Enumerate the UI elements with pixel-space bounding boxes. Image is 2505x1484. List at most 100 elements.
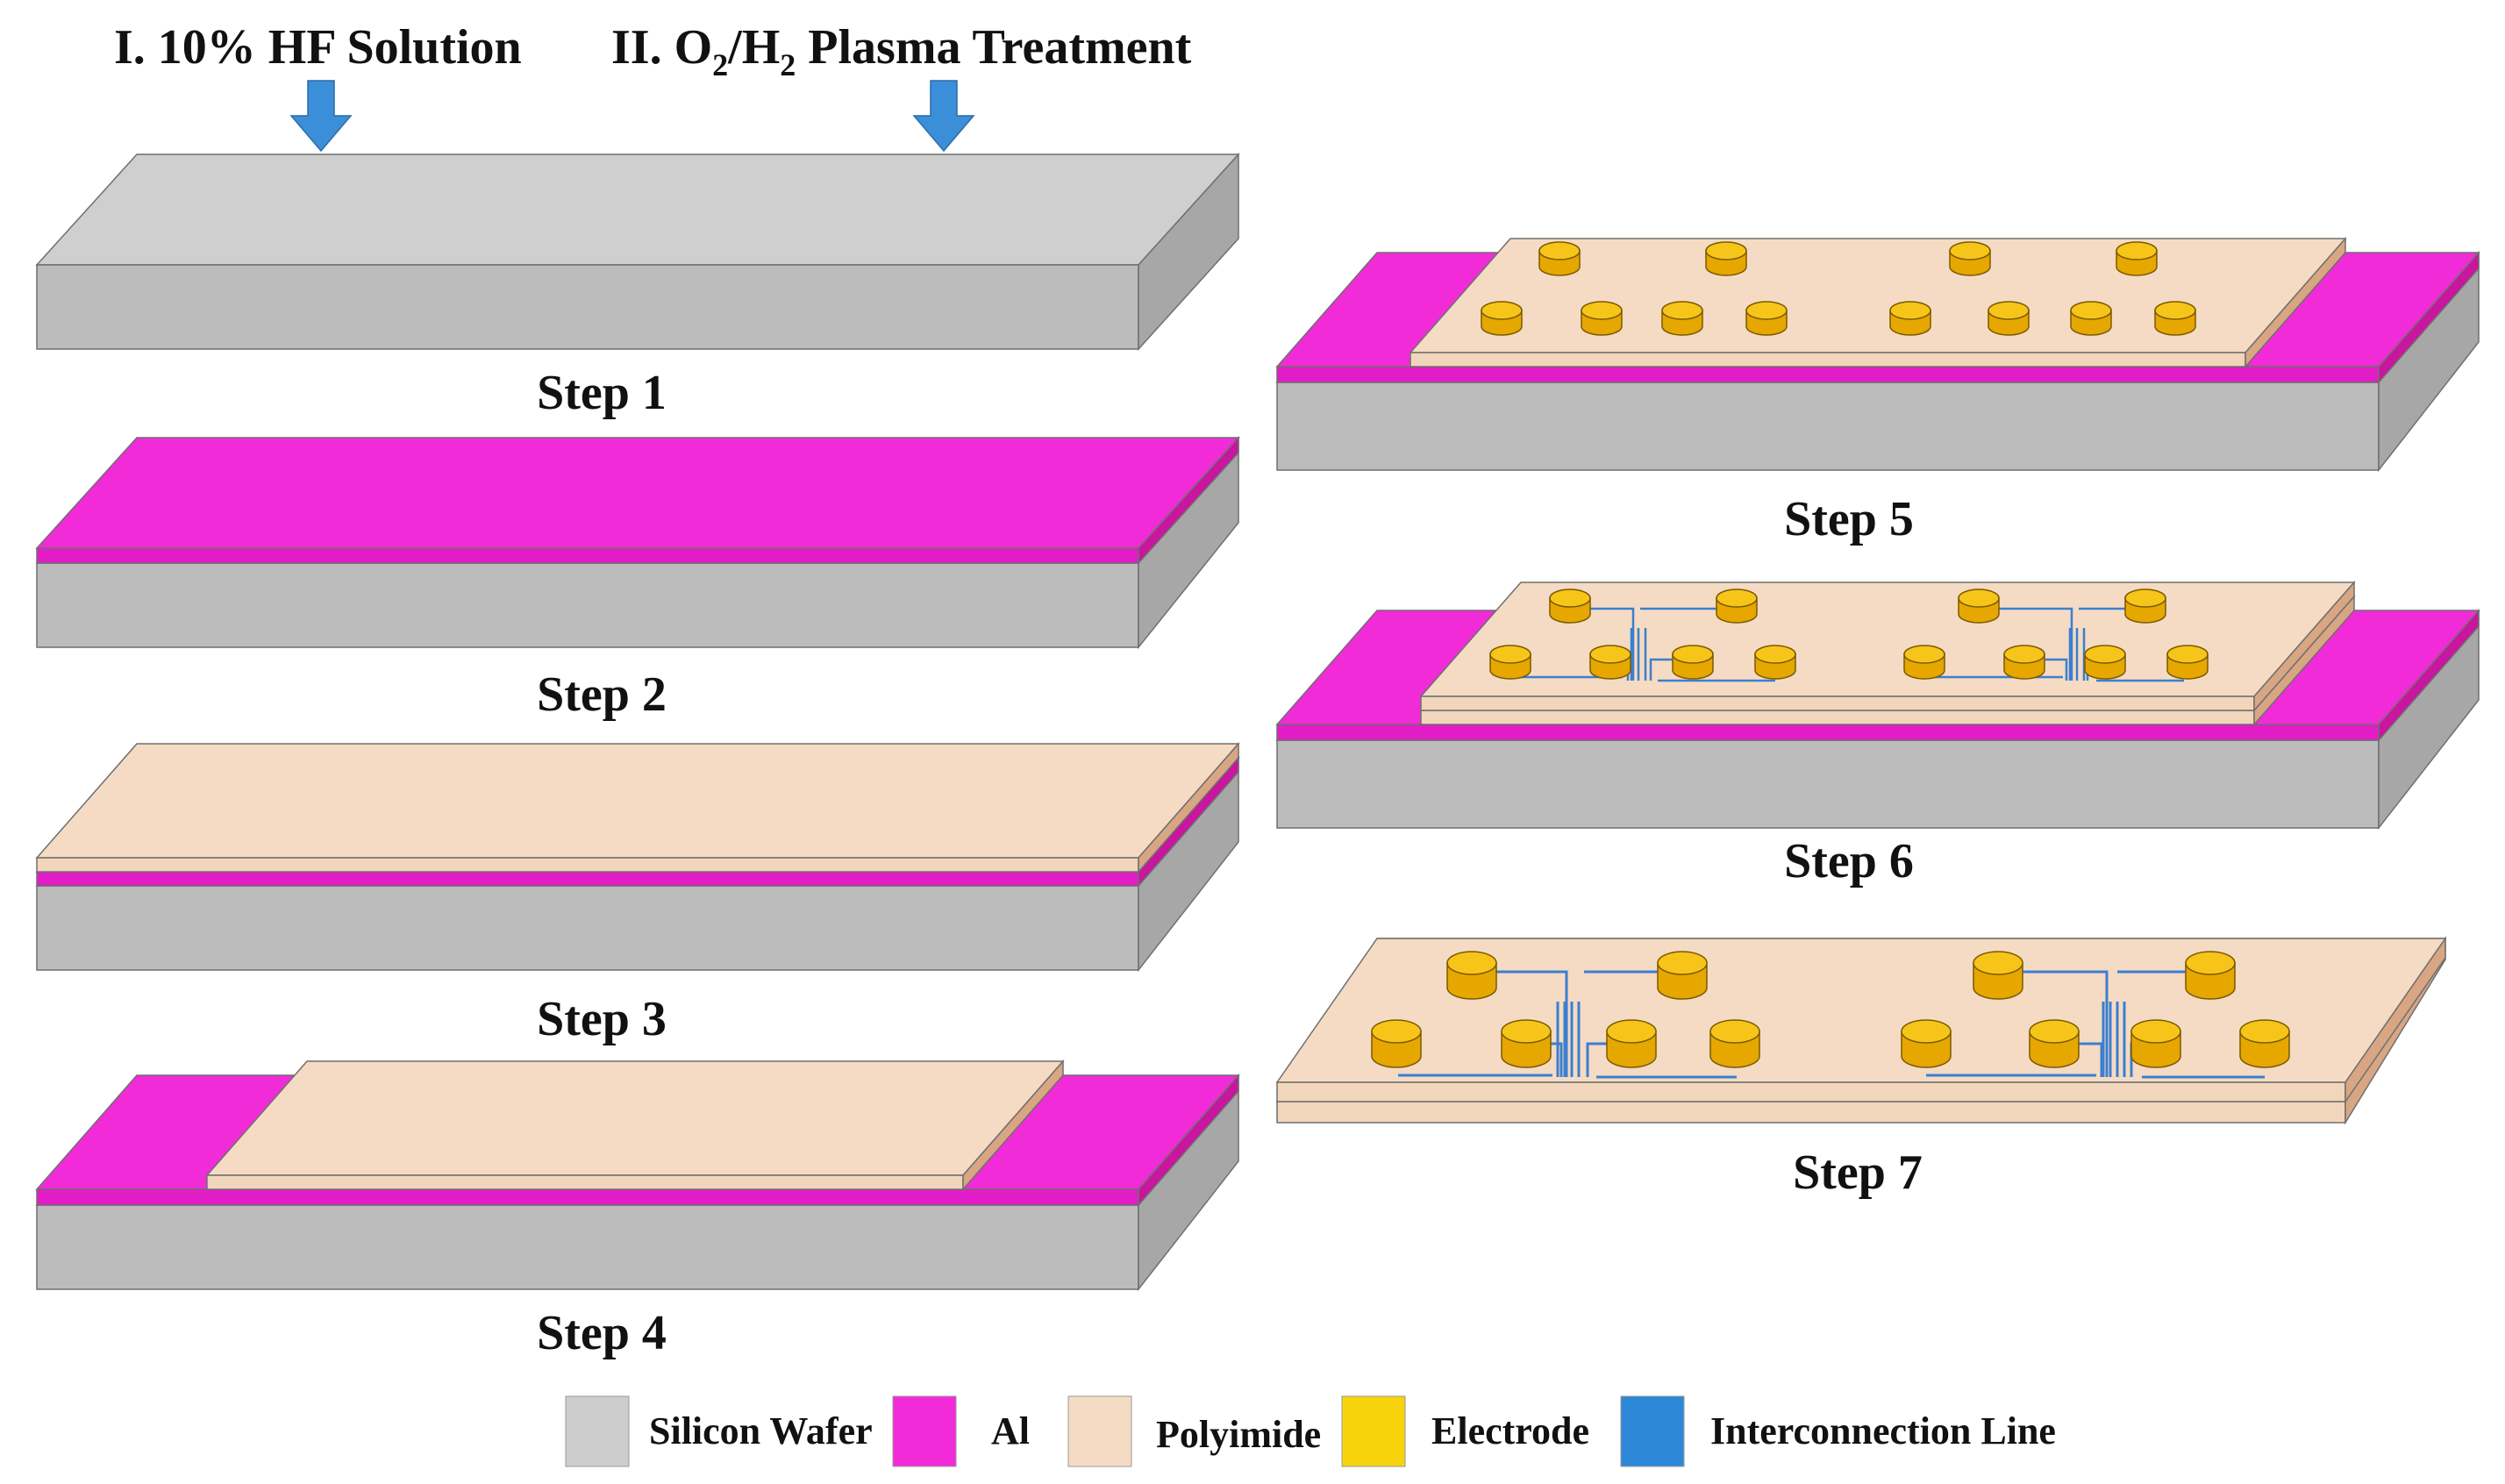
silicon-wafer-front	[36, 1204, 1139, 1290]
electrode	[1481, 301, 1523, 336]
al-layer-side	[1138, 1074, 1239, 1207]
electrode	[2124, 589, 2166, 624]
legend-label-electrode: Electrode	[1431, 1409, 1589, 1452]
electrode	[2166, 645, 2209, 680]
electrode	[1371, 1019, 1422, 1068]
electrode-top	[1903, 645, 1945, 664]
electrode-top	[2154, 301, 2196, 320]
silicon-wafer-side	[1138, 153, 1239, 351]
polyimide-layer-side	[2245, 237, 2346, 368]
silicon-wafer-top	[35, 153, 1240, 266]
electrode-top	[2239, 1019, 2290, 1044]
polyimide-layer-side	[2344, 936, 2446, 1104]
electrode	[1446, 951, 1497, 1000]
step-4-label: Step 4	[537, 1306, 667, 1360]
step-7-stack	[1275, 936, 2447, 1125]
electrode-top	[2166, 645, 2209, 664]
electrode-top	[1949, 241, 1991, 260]
silicon-wafer-front	[1276, 739, 2380, 829]
electrode	[1657, 951, 1708, 1000]
electrode	[2130, 1019, 2181, 1068]
legend-swatch-electrode	[1341, 1395, 1406, 1467]
electrode-top	[1672, 645, 1714, 664]
step-5-stack	[1275, 237, 2480, 473]
electrode	[1716, 589, 1758, 624]
legend-swatch-polyimide	[1067, 1395, 1132, 1467]
electrode-top	[1657, 951, 1708, 975]
electrode-top	[2070, 301, 2112, 320]
al-layer-top	[35, 437, 1240, 549]
polyimide-layer-front	[1420, 696, 2255, 711]
electrode-top	[1538, 241, 1581, 260]
electrode	[2003, 645, 2045, 680]
polyimide-layer-front	[36, 857, 1139, 873]
electrode-top	[1606, 1019, 1657, 1044]
electrode-top	[1549, 589, 1591, 608]
electrode	[1903, 645, 1945, 680]
electrode	[1709, 1019, 1760, 1068]
al-layer-front	[36, 1188, 1139, 1206]
electrode	[1661, 301, 1703, 336]
electrode	[1973, 951, 2023, 1000]
legend: Silicon Wafer Al Polyimide Electrode Int…	[565, 1395, 2056, 1467]
electrode-top	[1745, 301, 1788, 320]
electrode-top	[2130, 1019, 2181, 1044]
electrode	[1949, 241, 1991, 276]
electrode-top	[1716, 589, 1758, 608]
treatment-plasma-label: II. O2/H2 Plasma Treatment	[611, 20, 1192, 82]
al-layer-front	[1276, 366, 2380, 383]
electrode	[1549, 589, 1591, 624]
electrode-top	[1501, 1019, 1552, 1044]
electrode	[1581, 301, 1623, 336]
electrode	[1489, 645, 1531, 680]
interconnection-line	[1572, 607, 1635, 681]
polyimide-layer-front	[1410, 352, 2246, 367]
down-arrow-icon	[912, 80, 975, 153]
polyimide-layer-front	[206, 1174, 964, 1190]
silicon-wafer-front	[36, 885, 1139, 971]
legend-swatch-interconnection-line	[1620, 1395, 1685, 1467]
electrode	[1901, 1019, 1952, 1068]
arrow-shape	[912, 80, 975, 153]
polyimide-layer-front	[1276, 1101, 2346, 1124]
polyimide-layer-side	[962, 1059, 1064, 1191]
step-6-label: Step 6	[1784, 834, 1914, 888]
legend-label-silicon-wafer: Silicon Wafer	[649, 1409, 873, 1452]
step-2-stack	[35, 436, 1240, 650]
electrode-top	[2029, 1019, 2080, 1044]
al-layer-side	[2378, 609, 2480, 742]
polyimide-layer-front	[1276, 1081, 2346, 1102]
interconnection-line	[1472, 970, 1568, 1077]
electrode-top	[1889, 301, 1931, 320]
down-arrow-icon	[289, 80, 353, 153]
electrode-top	[2003, 645, 2045, 664]
legend-label-polyimide: Polyimide	[1156, 1413, 1321, 1456]
arrow-shape	[289, 80, 353, 153]
electrode	[2185, 951, 2236, 1000]
electrode	[1754, 645, 1796, 680]
step-5-label: Step 5	[1784, 492, 1914, 546]
polyimide-layer-side	[2253, 581, 2355, 712]
electrode	[1705, 241, 1747, 276]
al-layer-front	[1276, 724, 2380, 741]
electrode-top	[1481, 301, 1523, 320]
electrode-top	[1754, 645, 1796, 664]
polyimide-layer-front	[1420, 710, 2255, 725]
al-layer-front	[36, 871, 1139, 887]
electrode	[1589, 645, 1631, 680]
interconnection-line	[1980, 607, 2073, 681]
electrode-top	[2124, 589, 2166, 608]
electrode	[2116, 241, 2158, 276]
legend-label-al: Al	[991, 1409, 1030, 1452]
electrode	[1958, 589, 2000, 624]
electrode	[1538, 241, 1581, 276]
electrode	[2070, 301, 2112, 336]
step-6-stack	[1275, 581, 2480, 831]
step-4-stack	[35, 1059, 1240, 1292]
legend-swatch-silicon-wafer	[565, 1395, 630, 1467]
legend-swatch-al	[892, 1395, 957, 1467]
electrode	[1672, 645, 1714, 680]
electrode	[1889, 301, 1931, 336]
electrode	[1501, 1019, 1552, 1068]
